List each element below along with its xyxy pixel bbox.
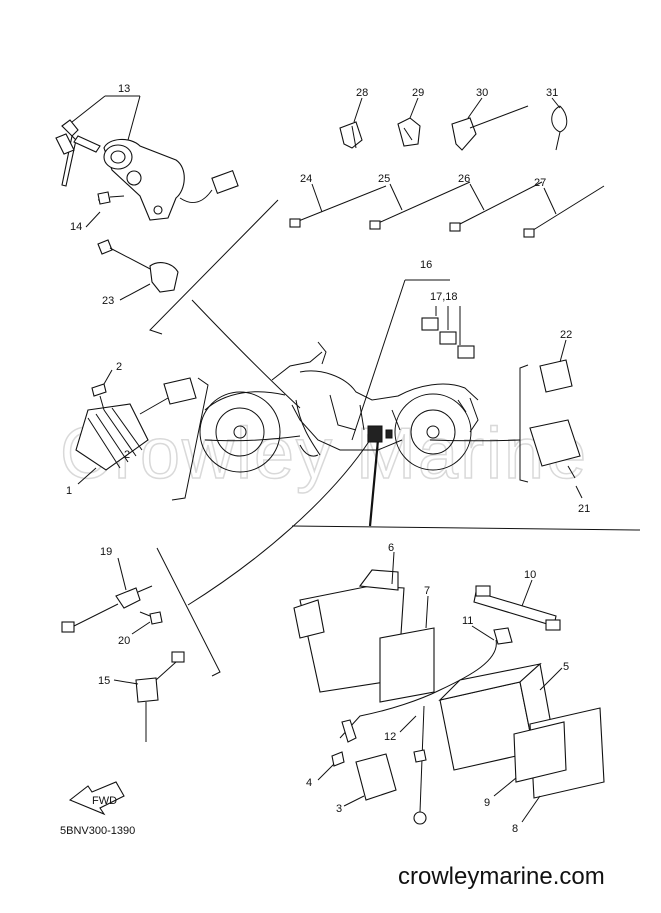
callout-6: 6	[388, 542, 394, 554]
cable-part-12	[413, 705, 427, 825]
fwd-label: FWD	[92, 795, 117, 807]
drawing-code: 5BNV300-1390	[60, 825, 135, 837]
callout-2-top: 2	[116, 361, 122, 373]
callout-24: 24	[300, 173, 312, 185]
callouts: 13 14 23 2 2 1 19 20 15 28 29 30 31 24 2…	[66, 83, 590, 835]
callout-23: 23	[102, 295, 114, 307]
callout-20: 20	[118, 635, 130, 647]
callout-27: 27	[534, 177, 546, 189]
callout-12: 12	[384, 731, 396, 743]
fwd-arrow-icon: FWD	[68, 781, 125, 816]
callout-2-lower: 2	[124, 449, 130, 461]
callout-13: 13	[118, 83, 130, 95]
callout-3: 3	[336, 803, 342, 815]
callout-1: 1	[66, 485, 72, 497]
callout-29: 29	[412, 87, 424, 99]
cover-part-7	[379, 627, 435, 703]
fuses-16-18	[405, 279, 475, 359]
battery-band-part-10	[473, 585, 561, 631]
watermark: Crowley Marine	[60, 414, 588, 494]
site-name: crowleymarine.com	[398, 863, 605, 890]
callout-25: 25	[378, 173, 390, 185]
callout-10: 10	[524, 569, 536, 581]
callout-4: 4	[306, 777, 312, 789]
rectifier-regulator-part-1	[75, 377, 197, 471]
battery-box-part-6	[293, 569, 405, 693]
switch-parts-15-19-20	[61, 585, 185, 742]
main-switch-part-13	[55, 95, 239, 221]
pads-parts-8-9	[513, 707, 605, 799]
cable-part-11	[339, 627, 513, 739]
wire-lead-part-23	[97, 239, 179, 293]
callout-11: 11	[462, 615, 473, 627]
callout-31: 31	[546, 87, 558, 99]
callout-8: 8	[512, 823, 518, 835]
callout-21: 21	[578, 503, 590, 515]
callout-14: 14	[70, 221, 82, 233]
callout-26: 26	[458, 173, 470, 185]
callout-7: 7	[424, 585, 430, 597]
callout-30: 30	[476, 87, 488, 99]
callout-28: 28	[356, 87, 368, 99]
callout-16: 16	[420, 259, 432, 271]
callout-15: 15	[98, 675, 110, 687]
clamps-28-31	[339, 105, 568, 151]
callout-9: 9	[484, 797, 490, 809]
motorcycle-silhouette	[199, 341, 479, 473]
starter-relay-parts-3-4	[331, 719, 397, 801]
callout-19: 19	[100, 546, 112, 558]
cable-ties-24-27	[289, 181, 605, 238]
callout-22: 22	[560, 329, 572, 341]
callout-17-18: 17,18	[430, 291, 458, 303]
callout-5: 5	[563, 661, 569, 673]
relays-21-22	[529, 359, 581, 479]
